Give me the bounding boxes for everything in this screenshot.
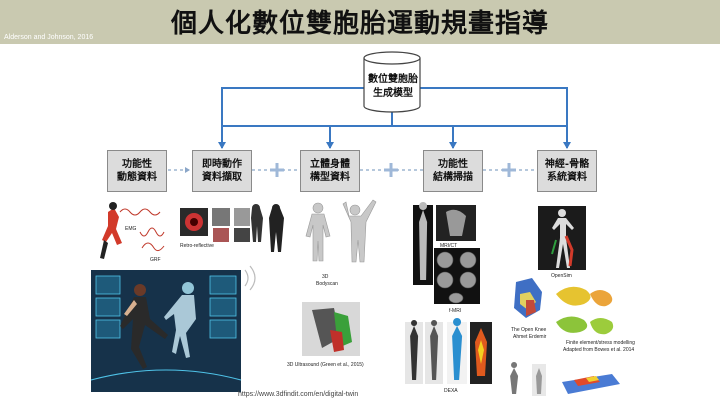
database-cylinder bbox=[363, 51, 421, 113]
caption-fe-1: Finite element/stress modelling bbox=[566, 340, 635, 346]
page-title: 個人化數位雙胞胎運動規畫指導 bbox=[170, 9, 549, 39]
box-neuro-skeletal-data: 神經-骨骼 系統資料 bbox=[537, 150, 597, 192]
caption-mri-ct: MRI/CT bbox=[440, 243, 458, 249]
wireless-signal-icon bbox=[244, 265, 256, 291]
source-url: https://www.3dfindit.com/en/digital-twin bbox=[238, 391, 359, 398]
caption-retro: Retro-reflective bbox=[180, 243, 214, 249]
caption-fmri: f-MRI bbox=[449, 308, 462, 314]
box-label-line1: 功能性 bbox=[122, 159, 152, 170]
box-functional-structure-scan: 功能性 結構掃描 bbox=[423, 150, 483, 192]
retro-camera-image bbox=[180, 208, 208, 236]
ar-training-image bbox=[90, 270, 242, 392]
bodyscan-image bbox=[305, 199, 377, 263]
finite-element-image bbox=[556, 286, 614, 335]
box-label-line1: 神經-骨骼 bbox=[544, 159, 590, 170]
database-label-line2: 生成模型 bbox=[373, 88, 413, 99]
motion-capture-subjects bbox=[212, 204, 284, 252]
box-label-line1: 功能性 bbox=[438, 159, 468, 170]
caption-grf: GRF bbox=[150, 257, 161, 263]
plus-signs bbox=[270, 163, 516, 177]
box-realtime-motion-capture: 即時動作 資料擷取 bbox=[192, 150, 252, 192]
model-thumbnails bbox=[510, 362, 620, 396]
emg-signal-image bbox=[119, 208, 165, 252]
caption-fe-2: Adapted from Bowes et al. 2014 bbox=[563, 347, 635, 353]
caption-bodyscan-1: 3D bbox=[322, 274, 329, 280]
opensim-image bbox=[538, 206, 586, 270]
database-label: 數位雙胞胎 生成模型 bbox=[362, 73, 424, 101]
title-bar bbox=[0, 0, 720, 44]
caption-dexa: DEXA bbox=[444, 388, 458, 394]
box-3d-body-shape-data: 立體身體 構型資料 bbox=[300, 150, 360, 192]
database-label-line1: 數位雙胞胎 bbox=[368, 74, 418, 85]
caption-bodyscan-2: Bodyscan bbox=[316, 281, 338, 287]
box-label-line2: 結構掃描 bbox=[433, 172, 473, 183]
caption-ultrasound: 3D Ultrasound (Green et al., 2015) bbox=[287, 362, 364, 368]
box-functional-dynamic-data: 功能性 動態資料 bbox=[107, 150, 167, 192]
citation: Alderson and Johnson, 2016 bbox=[4, 34, 94, 41]
box-label-line1: 立體身體 bbox=[310, 159, 350, 170]
box-label-line2: 資料擷取 bbox=[202, 172, 242, 183]
caption-knee-2: Ahmet Erdemir bbox=[513, 334, 547, 340]
box-label-line2: 系統資料 bbox=[547, 172, 587, 183]
caption-emg: EMG bbox=[125, 226, 137, 232]
caption-knee-1: The Open Knee bbox=[511, 327, 547, 333]
box-label-line2: 動態資料 bbox=[117, 172, 157, 183]
box-label-line2: 構型資料 bbox=[310, 172, 350, 183]
emg-runner-image bbox=[100, 202, 122, 259]
fmri-image bbox=[434, 248, 480, 304]
dexa-image bbox=[405, 318, 492, 384]
ultrasound-image bbox=[302, 302, 360, 356]
connector-lines bbox=[218, 87, 571, 149]
mri-ct-image bbox=[413, 202, 476, 285]
caption-opensim: OpenSim bbox=[551, 273, 572, 279]
open-knee-image bbox=[514, 278, 542, 318]
box-label-line1: 即時動作 bbox=[202, 159, 242, 170]
